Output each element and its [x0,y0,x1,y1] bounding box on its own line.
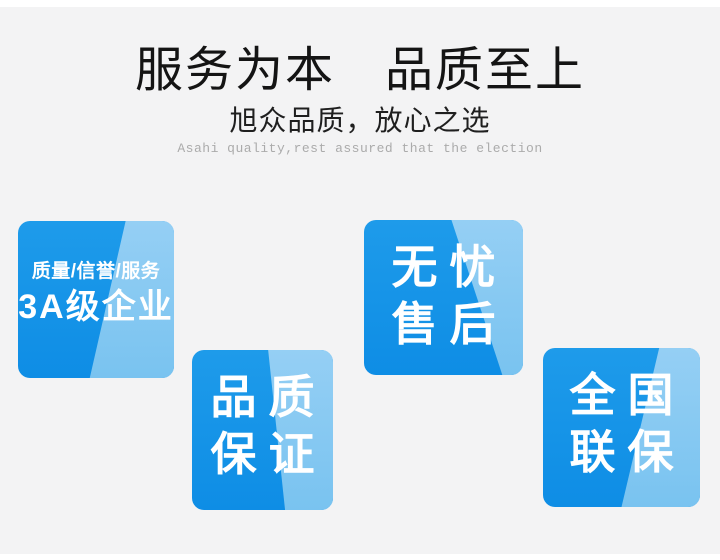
page-subtitle: 旭众品质，放心之选 [229,106,491,137]
badge-line-nationwide: 全国 [569,369,686,421]
badge-line-warranty: 联保 [569,426,686,478]
promo-banner: 服务为本 品质至上 旭众品质，放心之选 Asahi quality,rest a… [0,7,720,554]
badge-line-guarantee: 保证 [210,428,327,480]
badge-worry-free-aftersales: 无忧 售后 [364,220,523,375]
badge-line-aftersales: 售后 [391,298,508,350]
badge-3a-enterprise: 质量/信誉/服务 3A级企业 [18,221,174,378]
badge-content: 质量/信誉/服务 3A级企业 [18,221,174,378]
badge-line-3a-grade: 3A级企业 [18,288,174,326]
badge-content: 无忧 售后 [364,220,523,375]
badge-nationwide-warranty: 全国 联保 [543,348,700,507]
badge-line-worry-free: 无忧 [391,241,508,293]
page-title: 服务为本 品质至上 [134,44,585,97]
badge-line-quality-credit-service: 质量/信誉/服务 [31,261,161,282]
badge-quality-guarantee: 品质 保证 [192,350,333,510]
page-subtitle-english: Asahi quality,rest assured that the elec… [177,141,543,156]
badge-content: 品质 保证 [192,350,333,510]
badge-line-quality: 品质 [210,371,327,423]
badge-content: 全国 联保 [543,348,700,507]
